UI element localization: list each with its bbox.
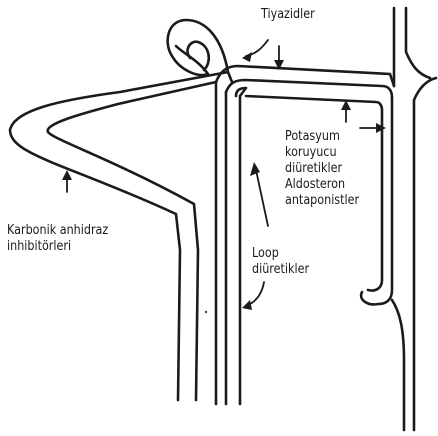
carbonic-label-line1: Karbonik anhidraz	[7, 223, 108, 238]
loop-ascending-inner	[236, 88, 246, 404]
glomerulus-curved-arrow	[246, 40, 268, 56]
loop-label-line1: Loop	[252, 246, 279, 261]
loop-label-line2: diüretikler	[252, 262, 309, 277]
carbonic-arrow-head	[62, 170, 72, 180]
proximal-tubule-inner	[48, 82, 216, 400]
thiazides-label: Tiyazidler	[261, 7, 315, 22]
loop-arrow-curved-head	[242, 300, 252, 310]
carbonic-label-line2: inhibitörleri	[7, 239, 71, 254]
glomerulus-curved-arrow-head	[242, 52, 252, 62]
stray-dot	[205, 311, 207, 313]
collecting-duct-left-lower	[392, 300, 404, 430]
potassium-label-line2: koruyucu	[285, 145, 337, 160]
collecting-duct-right-lower	[414, 78, 436, 430]
collecting-duct-right	[406, 8, 430, 78]
proximal-tubule-outer	[10, 20, 232, 400]
potassium-label-line4: Aldosteron	[285, 177, 345, 192]
potassium-label-line5: antaponistler	[285, 193, 359, 208]
loop-arrow-up-head	[250, 162, 260, 176]
loop-arrow-up-shaft	[256, 170, 268, 226]
potassium-label-line3: diüretikler	[285, 161, 342, 176]
potassium-label-line1: Potasyum	[285, 129, 340, 144]
